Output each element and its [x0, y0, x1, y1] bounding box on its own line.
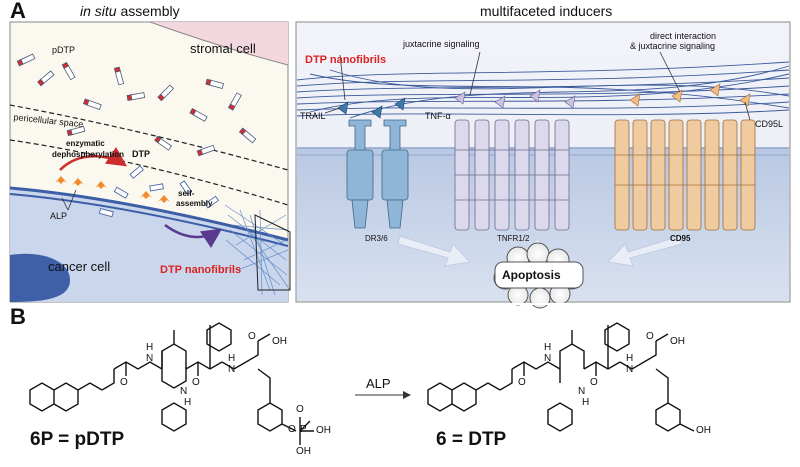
assembly-label: assembly — [176, 199, 213, 208]
dtp-nanofibrils-right-label: DTP nanofibrils — [305, 54, 387, 66]
dr-label: DR3/6 — [365, 234, 388, 243]
atom-o: O — [288, 424, 296, 435]
atom-p: P — [300, 424, 307, 435]
atom-n: N — [544, 353, 552, 364]
stromal-cell-label: stromal cell — [190, 41, 256, 56]
dr-receptors — [346, 119, 409, 229]
atom-h: H — [146, 342, 154, 353]
atom-o: O — [120, 377, 128, 388]
panel-a-right — [295, 21, 791, 309]
self-label: self- — [178, 189, 195, 198]
dtp-nanofibrils-left-label: DTP nanofibrils — [160, 264, 242, 276]
pdtp-label: pDTP — [52, 45, 76, 55]
pdtp-formula-label: 6P = pDTP — [30, 429, 125, 450]
atom-o: O — [248, 331, 256, 342]
dtp-structure — [427, 322, 695, 432]
right-panel-title: multifaceted inducers — [480, 3, 613, 19]
panel-b-structures — [29, 322, 695, 445]
apoptosis-label: Apoptosis — [502, 268, 561, 282]
reaction-alp-label: ALP — [366, 376, 391, 391]
enzymatic-label: enzymatic — [66, 139, 105, 148]
atom-n: N — [146, 353, 154, 364]
tnfr-receptors — [454, 119, 570, 231]
atom-oh: OH — [272, 336, 287, 347]
atom-o: O — [296, 404, 304, 415]
pdtp-molecules — [16, 53, 257, 157]
juxtacrine-label: juxtacrine signaling — [403, 39, 480, 49]
panel-a-letter: A — [10, 0, 26, 23]
atom-n: N — [180, 386, 188, 397]
atom-oh: OH — [670, 336, 685, 347]
pdtp-structure — [29, 322, 314, 445]
juxtacrine-signaling-label: & juxtacrine signaling — [630, 41, 716, 51]
dtp-label: DTP — [132, 149, 150, 159]
atom-n: N — [228, 364, 236, 375]
atom-h: H — [582, 397, 590, 408]
dtp-molecules — [98, 165, 220, 218]
tnf-label: TNF-α — [425, 111, 451, 121]
direct-interaction-label: direct interaction — [650, 31, 717, 41]
atom-oh: OH — [316, 425, 331, 436]
left-title-italic: in situ — [80, 3, 117, 19]
atom-n: N — [578, 386, 586, 397]
dephosphorylation-label: dephosphorylation — [52, 150, 124, 159]
atom-o: O — [646, 331, 654, 342]
cd95-label: CD95 — [670, 234, 691, 243]
left-title-rest: assembly — [116, 3, 180, 19]
tnfr-label: TNFR1/2 — [497, 234, 530, 243]
atom-n: N — [626, 364, 634, 375]
cd95l-label: CD95L — [755, 119, 784, 129]
left-panel-title: in situ assembly — [80, 4, 180, 18]
trail-label: TRAIL — [300, 111, 326, 121]
atom-oh: OH — [296, 446, 311, 457]
atom-o: O — [192, 377, 200, 388]
apoptosis-bodies — [493, 242, 584, 309]
atom-h: H — [228, 353, 236, 364]
atom-oh: OH — [696, 425, 711, 436]
panel-b-letter: B — [10, 304, 26, 329]
panel-a-left — [9, 21, 291, 303]
atom-o: O — [590, 377, 598, 388]
dtp-formula-label: 6 = DTP — [436, 429, 507, 450]
alp-label: ALP — [50, 211, 68, 221]
atom-o: O — [518, 377, 526, 388]
cancer-cell-label: cancer cell — [48, 259, 111, 274]
cd95-receptors — [614, 119, 756, 231]
atom-h: H — [626, 353, 634, 364]
atom-h: H — [184, 397, 192, 408]
atom-h: H — [544, 342, 552, 353]
